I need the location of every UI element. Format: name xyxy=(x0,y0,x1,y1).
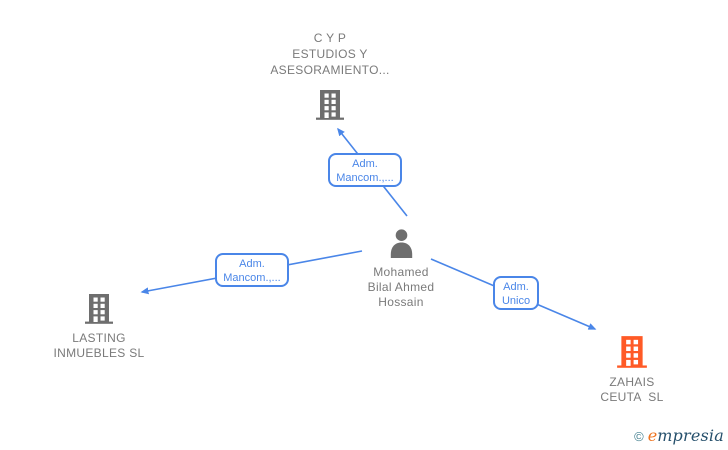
node-label-line: Bilal Ahmed xyxy=(367,280,435,294)
node-label-line: ASESORAMIENTO... xyxy=(270,63,390,77)
copyright-icon: © xyxy=(634,429,644,444)
node-label-cyp: C Y P ESTUDIOS Y ASESORAMIENTO... xyxy=(270,30,389,78)
edge-label-line: Mancom.,... xyxy=(223,272,281,284)
person-icon xyxy=(388,229,415,258)
node-label-line: CEUTA SL xyxy=(600,390,664,404)
node-label-lasting: LASTING INMUEBLES SL xyxy=(54,331,145,361)
node-label-line: ZAHAIS xyxy=(609,375,655,389)
node-label-line: Hossain xyxy=(378,295,424,309)
node-company-lasting[interactable]: LASTING INMUEBLES SL xyxy=(24,292,174,361)
empresia-brand-text: empresia xyxy=(647,426,724,445)
edge-label-person-lasting: Adm. Mancom.,... xyxy=(215,253,289,287)
edge-label-line: Unico xyxy=(501,295,531,307)
building-icon xyxy=(315,88,345,120)
node-label-line: C Y P xyxy=(313,31,347,45)
empresia-watermark: © empresia xyxy=(634,427,724,446)
node-label-line: LASTING xyxy=(72,331,126,345)
node-company-zahais[interactable]: ZAHAIS CEUTA SL xyxy=(557,334,707,405)
edge-label-line: Adm. xyxy=(352,158,378,170)
node-person-mohamed[interactable]: Mohamed Bilal Ahmed Hossain xyxy=(326,229,476,310)
building-icon xyxy=(616,334,648,368)
edge-label-line: Mancom.,... xyxy=(336,172,394,184)
node-label-line: INMUEBLES SL xyxy=(53,346,145,360)
edge-label-person-zahais: Adm. Unico xyxy=(493,276,539,310)
edge-label-person-cyp: Adm. Mancom.,... xyxy=(328,153,402,187)
building-icon xyxy=(84,292,114,324)
edge-label-line: Adm. xyxy=(239,258,265,270)
node-label-zahais: ZAHAIS CEUTA SL xyxy=(600,375,663,405)
node-company-cyp[interactable]: C Y P ESTUDIOS Y ASESORAMIENTO... xyxy=(255,30,405,120)
node-label-line: Mohamed xyxy=(373,265,429,279)
node-label-person: Mohamed Bilal Ahmed Hossain xyxy=(368,265,435,310)
edge-label-line: Adm. xyxy=(503,281,529,293)
node-label-line: ESTUDIOS Y xyxy=(292,47,368,61)
